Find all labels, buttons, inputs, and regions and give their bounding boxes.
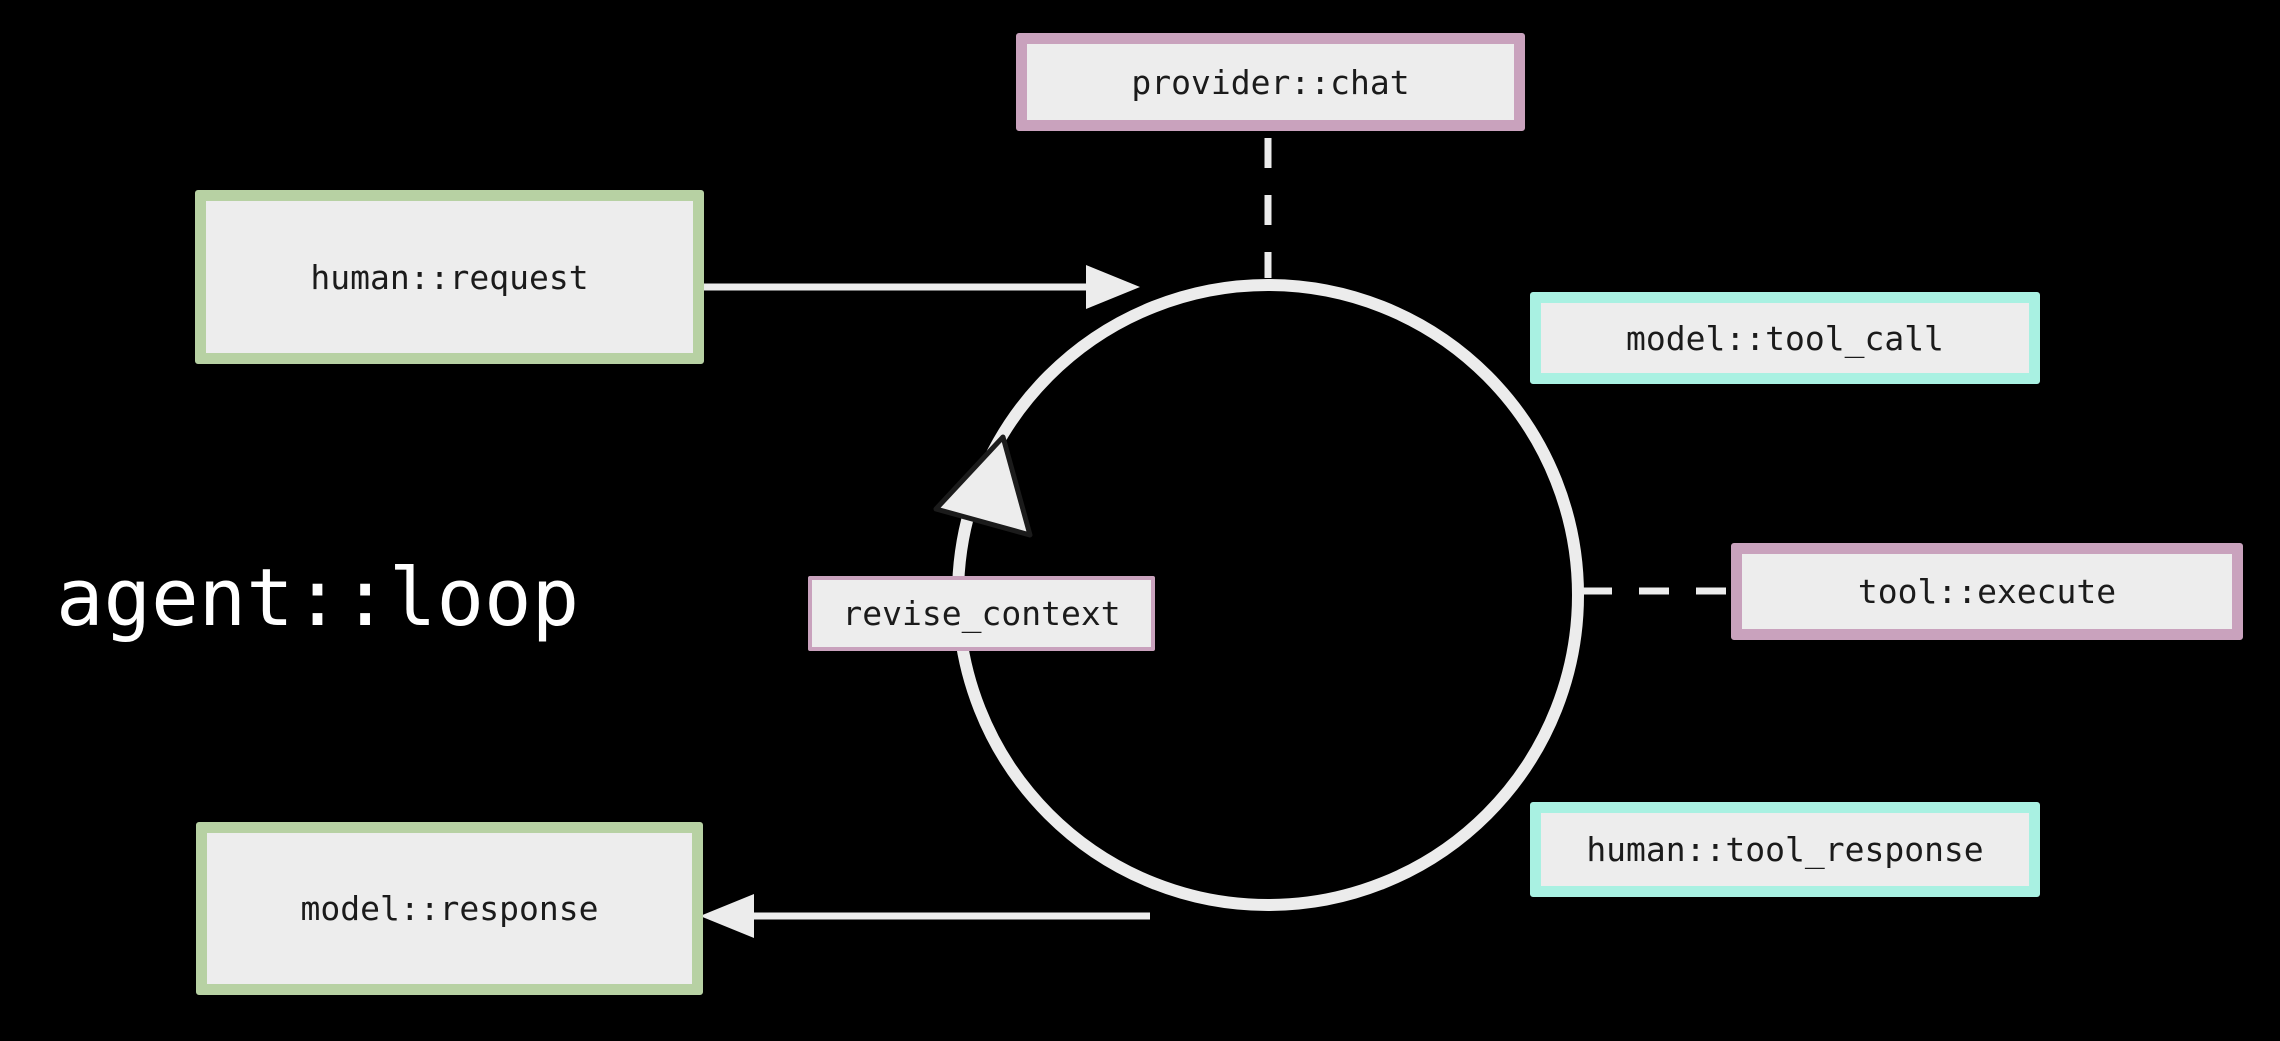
node-model-tool-call: model::tool_call [1530, 292, 2040, 384]
node-provider-chat-label: provider::chat [1131, 62, 1410, 102]
node-tool-execute-label: tool::execute [1857, 572, 2117, 611]
node-model-response: model::response [196, 822, 703, 995]
loop-direction-arrowhead-icon [933, 434, 1033, 538]
node-model-response-label: model::response [300, 889, 599, 928]
agent-loop-title: agent::loop [56, 552, 580, 644]
node-human-tool-response-label: human::tool_response [1586, 830, 1984, 869]
node-provider-chat: provider::chat [1016, 33, 1525, 131]
arrow-human-request-to-loop [703, 265, 1140, 309]
node-human-request: human::request [195, 190, 704, 364]
node-revise-context: revise_context [808, 576, 1155, 651]
node-tool-execute: tool::execute [1731, 543, 2243, 640]
arrowhead-right-icon [1086, 265, 1140, 309]
node-revise-context-label: revise_context [842, 594, 1121, 633]
node-human-tool-response: human::tool_response [1530, 802, 2040, 897]
node-model-tool-call-label: model::tool_call [1626, 318, 1944, 358]
node-human-request-label: human::request [310, 257, 589, 297]
arrow-loop-to-model-response [700, 894, 1150, 938]
arrowhead-left-icon [700, 894, 754, 938]
